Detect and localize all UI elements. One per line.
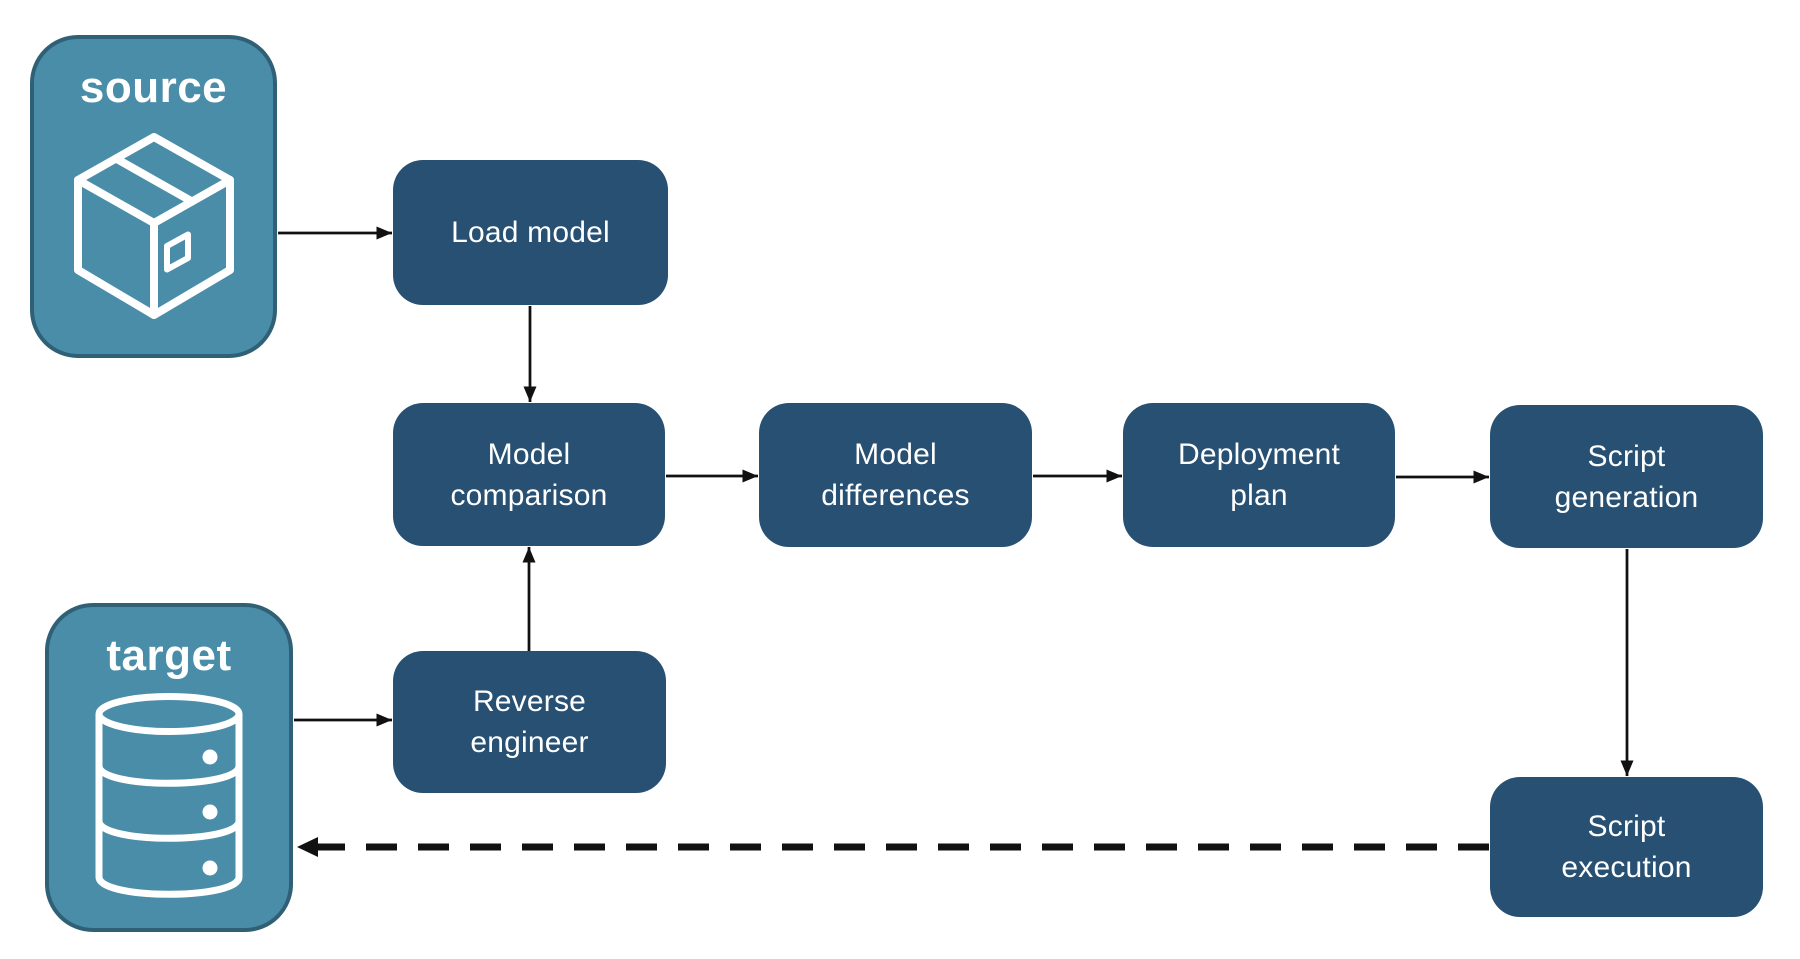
- database-icon: [95, 693, 243, 898]
- node-label: Model comparison: [450, 437, 608, 512]
- node-script-generation: Script generation: [1490, 405, 1763, 548]
- node-script-execution: Script execution: [1490, 777, 1763, 917]
- node-model-differences: Model differences: [759, 403, 1032, 547]
- node-label: Reverse engineer: [470, 685, 589, 759]
- node-deployment-plan: Deployment plan: [1123, 403, 1395, 547]
- node-label: Script execution: [1561, 810, 1692, 884]
- source-node: source: [30, 35, 277, 358]
- node-label: Load model: [451, 216, 610, 249]
- node-model-comparison: Model comparison: [393, 403, 665, 546]
- target-node: target: [45, 603, 293, 932]
- source-label: source: [79, 63, 228, 112]
- node-label: Script generation: [1554, 439, 1699, 514]
- package-icon: [73, 133, 234, 319]
- node-reverse-engineer: Reverse engineer: [393, 651, 666, 793]
- node-label: Model differences: [821, 438, 970, 512]
- node-load-model: Load model: [393, 160, 668, 305]
- target-label: target: [106, 631, 232, 680]
- node-label: Deployment plan: [1177, 438, 1341, 512]
